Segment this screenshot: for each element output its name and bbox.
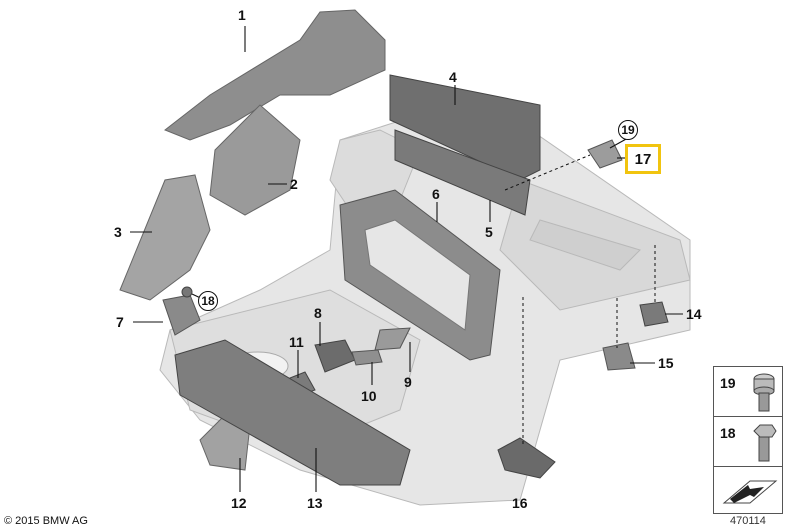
dashed-leaders <box>504 154 656 445</box>
part-16 <box>497 437 556 479</box>
hex-head-bolt-icon <box>753 424 777 462</box>
figure-id: 470114 <box>730 515 766 527</box>
callout-10[interactable]: 10 <box>361 388 377 404</box>
callout-7[interactable]: 7 <box>116 314 124 330</box>
callout-16[interactable]: 16 <box>512 495 528 511</box>
part-2 <box>209 104 301 216</box>
callout-1[interactable]: 1 <box>238 7 246 23</box>
part-12 <box>199 414 251 471</box>
legend-item-18[interactable]: 18 <box>714 417 782 467</box>
part-10 <box>351 349 383 366</box>
callout-17-highlighted[interactable]: 17 <box>625 144 661 174</box>
part-17 <box>587 139 623 169</box>
part-13 <box>174 339 411 486</box>
part-7 <box>162 294 201 336</box>
callout-9[interactable]: 9 <box>404 374 412 390</box>
copyright-text: © 2015 BMW AG <box>4 515 88 527</box>
legend-footer <box>714 467 782 515</box>
part-9 <box>374 327 411 351</box>
part-4 <box>389 74 541 181</box>
part-14 <box>639 301 669 327</box>
callout-14[interactable]: 14 <box>686 306 702 322</box>
part-3 <box>119 174 211 301</box>
leader-lines <box>130 26 683 492</box>
fastener-legend: 19 18 <box>713 366 783 514</box>
callout-5[interactable]: 5 <box>485 224 493 240</box>
legend-label-18: 18 <box>720 425 736 441</box>
callout-4[interactable]: 4 <box>449 69 457 85</box>
callout-2[interactable]: 2 <box>290 176 298 192</box>
callout-8[interactable]: 8 <box>314 305 322 321</box>
hex-socket-screw-icon <box>753 373 775 412</box>
part-5 <box>394 129 531 216</box>
callout-15[interactable]: 15 <box>658 355 674 371</box>
part-1 <box>164 9 386 141</box>
callout-11[interactable]: 11 <box>289 334 304 350</box>
legend-item-19[interactable]: 19 <box>714 367 782 417</box>
part-18 <box>181 286 193 298</box>
callout-3[interactable]: 3 <box>114 224 122 240</box>
arrow-on-sheet-icon <box>722 480 778 504</box>
callout-13[interactable]: 13 <box>307 495 323 511</box>
callout-19[interactable]: 19 <box>618 120 638 140</box>
callout-12[interactable]: 12 <box>231 495 247 511</box>
legend-label-19: 19 <box>720 375 736 391</box>
callout-18[interactable]: 18 <box>198 291 218 311</box>
part-15 <box>602 342 636 371</box>
callout-6[interactable]: 6 <box>432 186 440 202</box>
